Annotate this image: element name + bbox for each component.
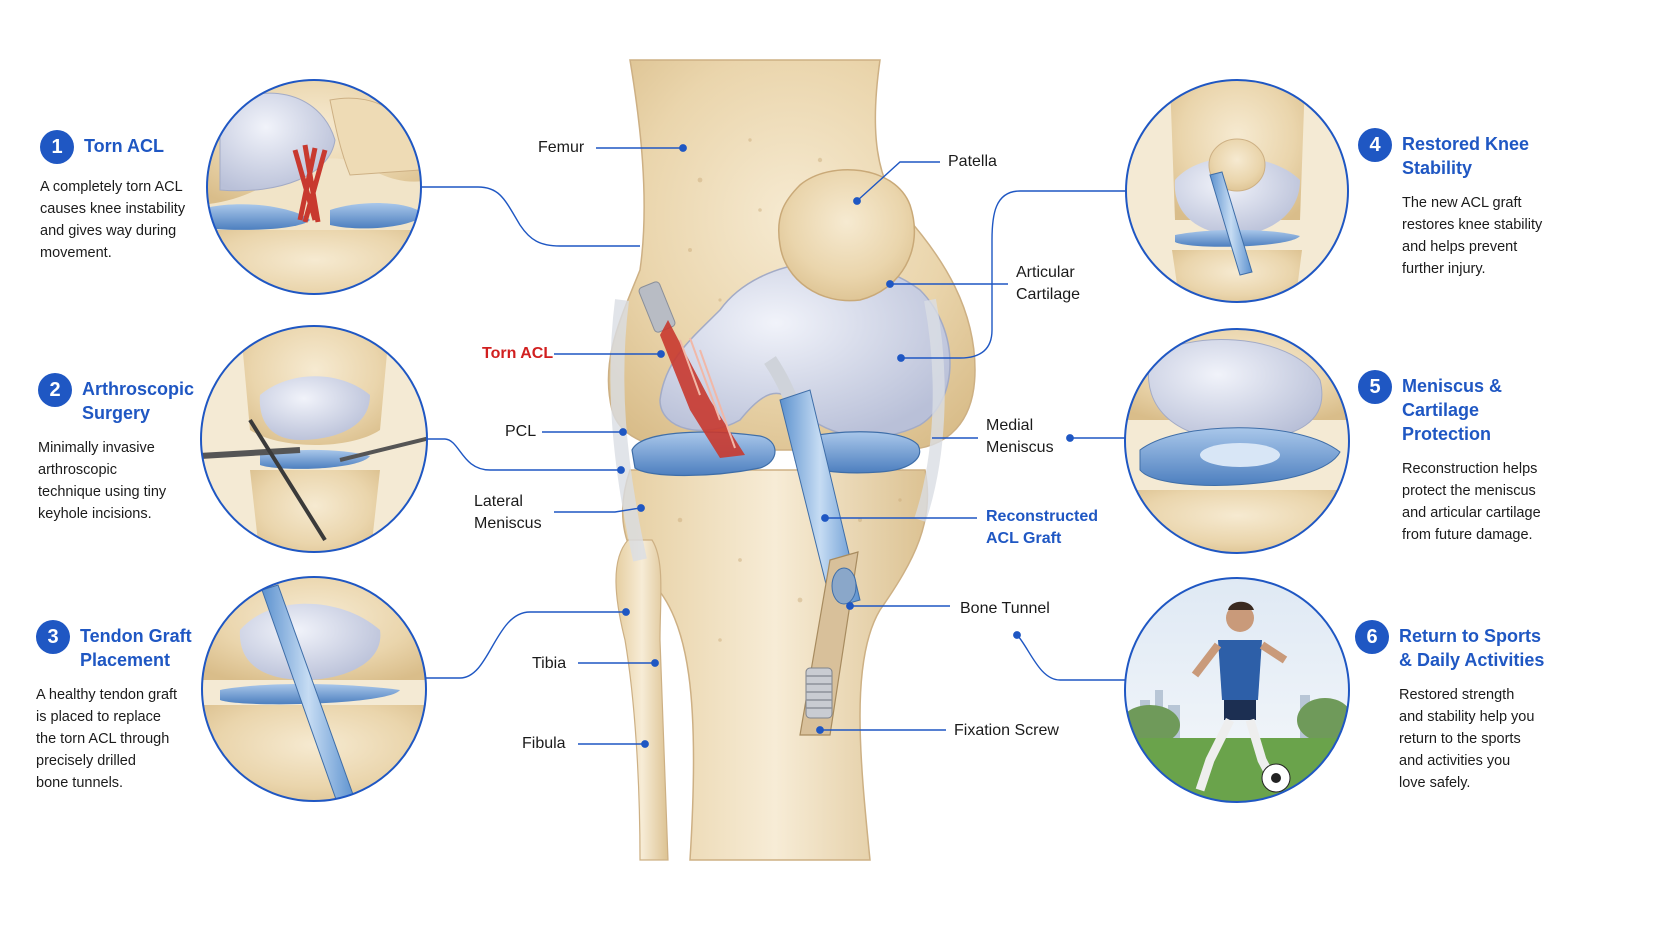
patella-bone <box>778 169 916 302</box>
step-2: 2 Arthroscopic Surgery Minimally invasiv… <box>38 373 203 525</box>
step-5: 5 Meniscus & Cartilage Protection Recons… <box>1358 370 1558 546</box>
step-6: 6 Return to Sports & Daily Activities Re… <box>1355 620 1570 794</box>
closeup-soccer-player <box>1124 577 1350 803</box>
central-knee-illustration <box>607 59 976 861</box>
step-description: A healthy tendon graft is placed to repl… <box>36 687 178 791</box>
reconstructed-acl-graft <box>779 389 861 736</box>
step-number-badge: 6 <box>1355 620 1389 654</box>
step-number-badge: 5 <box>1358 370 1392 404</box>
label-fibula: Fibula <box>522 735 566 752</box>
step-description: Restored strength and stability help you… <box>1399 687 1535 791</box>
step-title: Arthroscopic Surgery <box>82 379 195 423</box>
closeup-torn-acl <box>206 79 422 295</box>
torn-acl-ligament <box>638 281 745 458</box>
step-title: Restored Knee Stability <box>1402 134 1530 178</box>
step-description: The new ACL graft restores knee stabilit… <box>1402 195 1543 277</box>
step-3: 3 Tendon Graft Placement A healthy tendo… <box>36 620 211 794</box>
step-number-badge: 1 <box>40 130 74 164</box>
step-title: Return to Sports & Daily Activities <box>1399 626 1545 670</box>
closeup-meniscus-cartilage <box>1124 328 1350 554</box>
tibia-bone <box>621 469 929 861</box>
step-title: Tendon Graft Placement <box>80 626 192 670</box>
label-tibia: Tibia <box>532 655 567 672</box>
step-title: Torn ACL <box>84 136 164 156</box>
step-4: 4 Restored Knee Stability The new ACL gr… <box>1358 128 1558 280</box>
label-femur: Femur <box>538 139 585 156</box>
label-pcl: PCL <box>505 423 537 440</box>
step-number-badge: 3 <box>36 620 70 654</box>
step-description: A completely torn ACL causes knee instab… <box>40 179 186 261</box>
label-lateral-meniscus: Lateral Meniscus <box>474 493 542 532</box>
closeup-tendon-graft <box>201 576 427 802</box>
step-number-badge: 2 <box>38 373 72 407</box>
label-torn-acl: Torn ACL <box>482 345 554 362</box>
closeup-restored-stability <box>1125 79 1349 303</box>
label-articular-cartilage: Articular Cartilage <box>1016 264 1081 303</box>
fixation-screw-shape <box>805 667 833 719</box>
fibula-bone <box>615 539 669 861</box>
closeup-arthroscopic-surgery <box>200 325 428 553</box>
label-bone-tunnel: Bone Tunnel <box>960 600 1050 617</box>
step-description: Minimally invasive arthroscopic techniqu… <box>38 440 167 522</box>
leader-lines <box>421 144 1126 748</box>
step-1: 1 Torn ACL A completely torn ACL causes … <box>40 130 205 264</box>
label-fixation-screw: Fixation Screw <box>954 722 1059 739</box>
step-number-badge: 4 <box>1358 128 1392 162</box>
lateral-meniscus-shape <box>631 431 776 477</box>
label-medial-meniscus: Medial Meniscus <box>986 417 1054 456</box>
step-title: Meniscus & Cartilage Protection <box>1402 376 1503 444</box>
label-patella: Patella <box>948 153 997 170</box>
step-description: Reconstruction helps protect the meniscu… <box>1402 461 1541 543</box>
label-reconstructed-acl-graft: Reconstructed ACL Graft <box>986 508 1099 547</box>
